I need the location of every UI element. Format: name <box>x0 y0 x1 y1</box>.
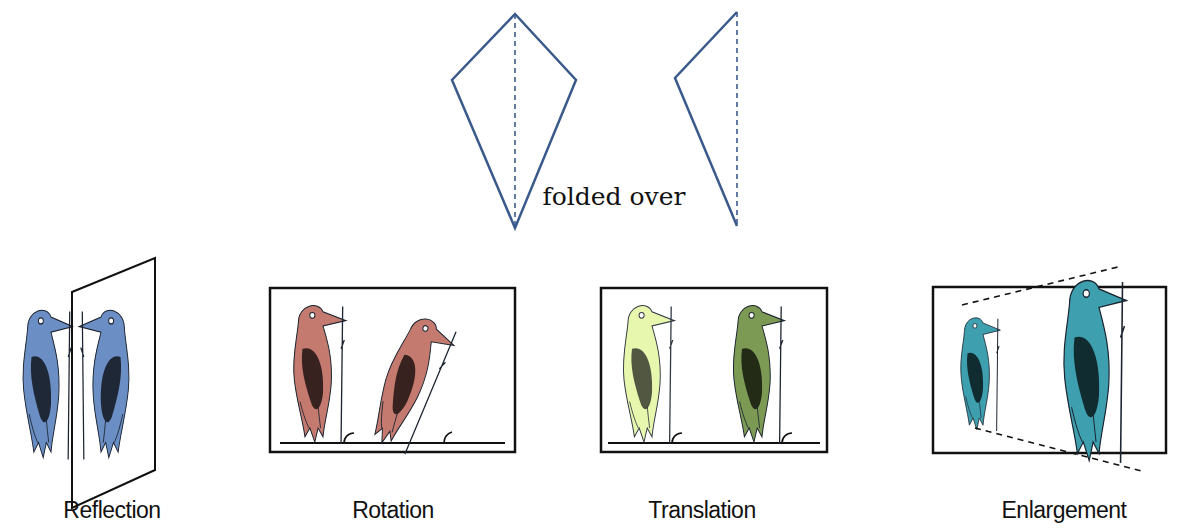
transformation-name: Translation <box>648 497 755 524</box>
rotation-figure <box>270 288 515 456</box>
fold-line <box>736 12 738 226</box>
reflection-figure <box>23 258 155 508</box>
fold-line <box>514 14 516 228</box>
translation-figure <box>601 288 827 452</box>
enlargement-figure <box>933 266 1166 472</box>
transformation-name: Enlargement <box>1002 497 1127 524</box>
fold-label: folded over <box>541 182 688 211</box>
transformation-name: Rotation <box>352 497 434 524</box>
transformation-name: Reflection <box>63 497 160 524</box>
